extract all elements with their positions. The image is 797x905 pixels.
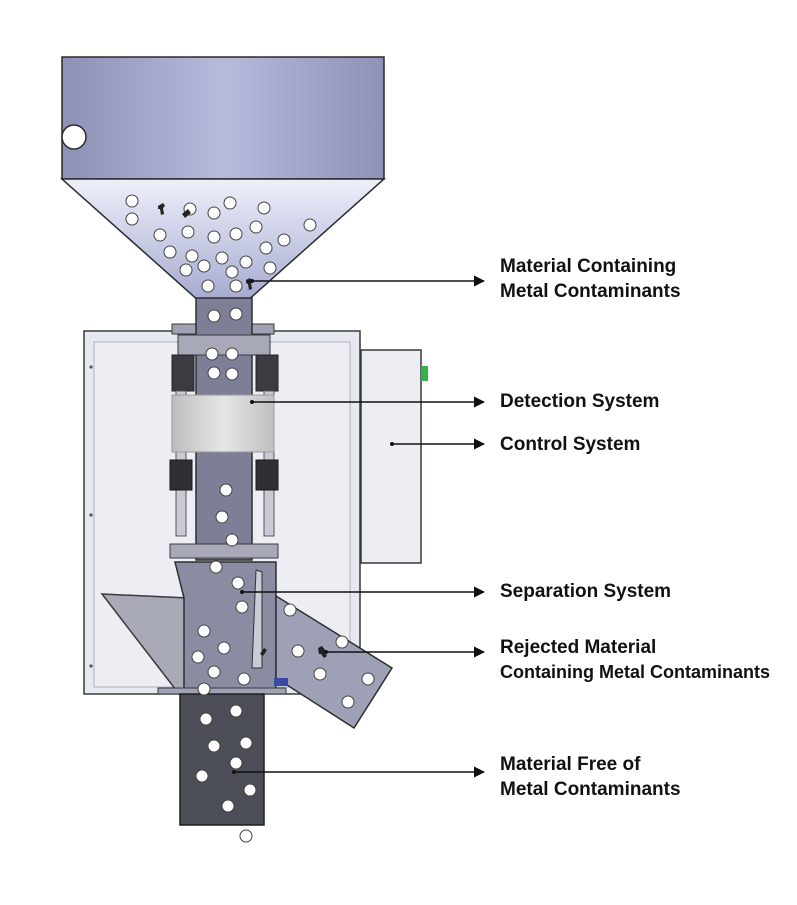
reject-chute bbox=[275, 594, 394, 730]
label-material-containing-line1: Material Containing bbox=[500, 256, 677, 277]
metal-contaminants bbox=[158, 203, 327, 658]
hopper-funnel bbox=[60, 178, 386, 303]
label-material-free-line2: Metal Contaminants bbox=[500, 779, 681, 800]
hopper-box bbox=[61, 56, 385, 180]
clean-outlet bbox=[179, 693, 265, 826]
label-material-containing-line2: Metal Contaminants bbox=[500, 281, 681, 302]
label-control-system: Control System bbox=[500, 434, 641, 455]
control-cabinet bbox=[360, 349, 422, 564]
label-separation-system: Separation System bbox=[500, 581, 672, 602]
label-rejected-material: Rejected Material Containing Metal Conta… bbox=[500, 635, 770, 685]
label-material-containing: Material Containing Metal Contaminants bbox=[500, 254, 681, 304]
label-detection-system: Detection System bbox=[500, 391, 660, 412]
label-rejected-line2: Containing Metal Contaminants bbox=[500, 662, 770, 682]
label-material-free: Material Free of Metal Contaminants bbox=[500, 752, 681, 802]
label-material-free-line1: Material Free of bbox=[500, 754, 641, 775]
material-particles bbox=[125, 194, 375, 843]
detection-sensor-band bbox=[171, 394, 275, 453]
label-rejected-line1: Rejected Material bbox=[500, 637, 657, 658]
hopper-port bbox=[61, 124, 87, 150]
status-indicator bbox=[421, 366, 428, 381]
label-pointers bbox=[234, 275, 486, 778]
